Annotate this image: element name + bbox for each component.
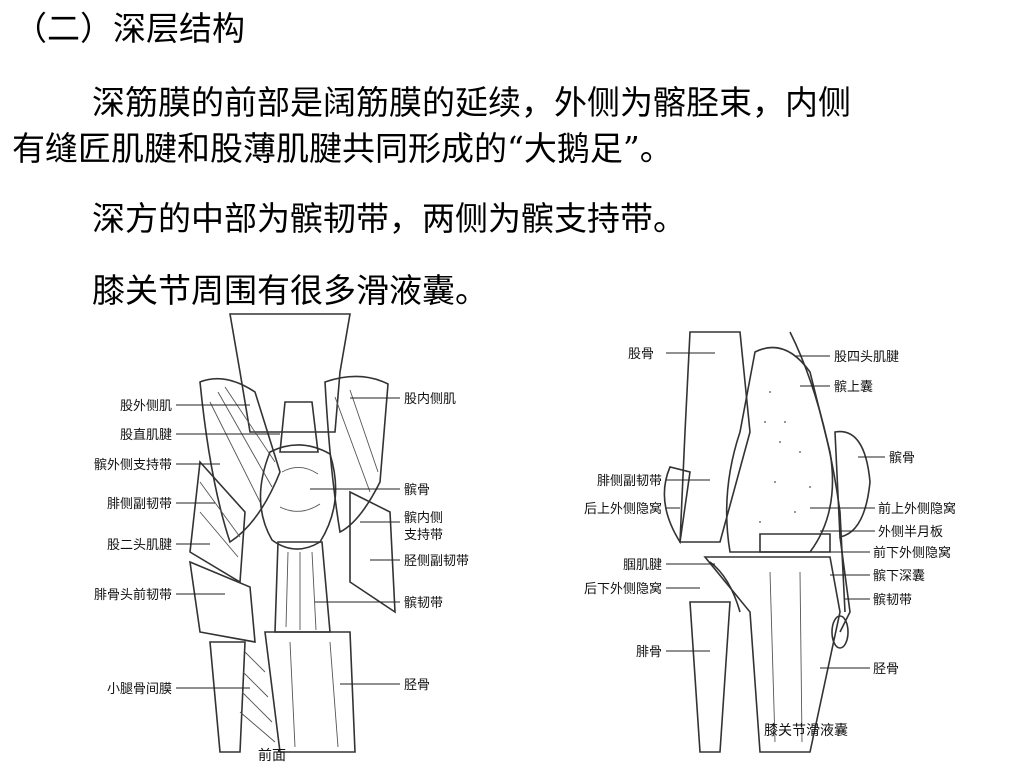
label-quadriceps-tendon: 股四头肌腱 <box>834 350 899 365</box>
label-fibular-collateral-ligament: 腓侧副韧带 <box>597 473 662 489</box>
label-tibia: 胫骨 <box>873 662 899 677</box>
label-lateral-meniscus: 外侧半月板 <box>878 525 943 540</box>
knee-anterior-drawing <box>189 313 396 753</box>
figure-knee-anterior: 股外侧肌 股直肌腱 髌外侧支持带 腓侧副韧带 股二头肌腱 腓骨头前韧带 小腿骨间… <box>50 312 510 768</box>
knee-bursae-drawing <box>663 331 871 753</box>
label-vastus-medialis: 股内侧肌 <box>404 391 456 407</box>
label-posterior-superior-lateral-recess: 后上外侧隐窝 <box>584 501 662 517</box>
label-medial-retinaculum-1: 髌内侧 <box>404 510 443 526</box>
label-medial-retinaculum-2: 支持带 <box>404 528 443 543</box>
paragraph1-line1: 深筋膜的前部是阔筋膜的延续，外侧为髂胫束，内侧 <box>92 83 851 122</box>
label-lateral-retinaculum: 髌外侧支持带 <box>94 457 172 473</box>
paragraph-deep-fascia: 深筋膜的前部是阔筋膜的延续，外侧为髂胫束，内侧 有缝匠肌腱和股薄肌腱共同形成的“… <box>12 80 851 172</box>
label-interosseous-membrane: 小腿骨间膜 <box>107 682 172 697</box>
figure-knee-bursae: 股骨 腓侧副韧带 后上外侧隐窝 腘肌腱 后下外侧隐窝 腓骨 股四头肌腱 髌上囊 … <box>540 312 1010 762</box>
paragraph1-line2: 有缝匠肌腱和股薄肌腱共同形成的“大鹅足”。 <box>12 129 673 168</box>
label-patellar-ligament: 髌韧带 <box>873 592 912 608</box>
label-biceps-tendon: 股二头肌腱 <box>107 538 172 553</box>
label-fibular-collateral: 腓侧副韧带 <box>107 496 172 512</box>
label-suprapatellar-bursa: 髌上囊 <box>834 379 873 395</box>
label-patella: 髌骨 <box>889 450 915 466</box>
label-patella: 髌骨 <box>404 482 430 498</box>
knee-anterior-labels: 股外侧肌 股直肌腱 髌外侧支持带 腓侧副韧带 股二头肌腱 腓骨头前韧带 小腿骨间… <box>94 391 469 764</box>
label-popliteus-tendon: 腘肌腱 <box>623 558 662 573</box>
caption-anterior: 前面 <box>258 747 286 764</box>
knee-bursae-illustration: 股骨 腓侧副韧带 后上外侧隐窝 腘肌腱 后下外侧隐窝 腓骨 股四头肌腱 髌上囊 … <box>584 331 956 753</box>
caption-bursae: 膝关节滑液囊 <box>764 722 848 739</box>
paragraph-patellar-ligament: 深方的中部为髌韧带，两侧为髌支持带。 <box>92 199 686 238</box>
knee-bursae-leaders <box>666 352 885 669</box>
knee-anterior-leaders <box>176 397 400 689</box>
label-vastus-lateralis: 股外侧肌 <box>120 399 172 414</box>
label-patellar-ligament: 髌韧带 <box>404 595 443 611</box>
label-tibial-collateral: 胫侧副韧带 <box>404 554 469 569</box>
knee-bursae-labels: 股骨 腓侧副韧带 后上外侧隐窝 腘肌腱 后下外侧隐窝 腓骨 股四头肌腱 髌上囊 … <box>584 347 956 739</box>
label-rectus-tendon: 股直肌腱 <box>120 428 172 443</box>
label-deep-infrapatellar-bursa: 髌下深囊 <box>873 568 925 584</box>
label-tibia: 胫骨 <box>404 678 430 693</box>
label-fibular-head-ligament: 腓骨头前韧带 <box>94 587 172 603</box>
section-heading: （二）深层结构 <box>14 9 245 48</box>
label-anterior-inferior-lateral-recess: 前下外侧隐窝 <box>873 545 951 561</box>
knee-anterior-illustration: 股外侧肌 股直肌腱 髌外侧支持带 腓侧副韧带 股二头肌腱 腓骨头前韧带 小腿骨间… <box>94 313 469 764</box>
paragraph-bursae: 膝关节周围有很多滑液囊。 <box>92 271 488 310</box>
label-anterior-superior-lateral-recess: 前上外侧隐窝 <box>878 501 956 517</box>
label-posterior-inferior-lateral-recess: 后下外侧隐窝 <box>584 581 662 597</box>
label-fibula: 腓骨 <box>636 644 662 660</box>
label-femur: 股骨 <box>628 347 654 362</box>
